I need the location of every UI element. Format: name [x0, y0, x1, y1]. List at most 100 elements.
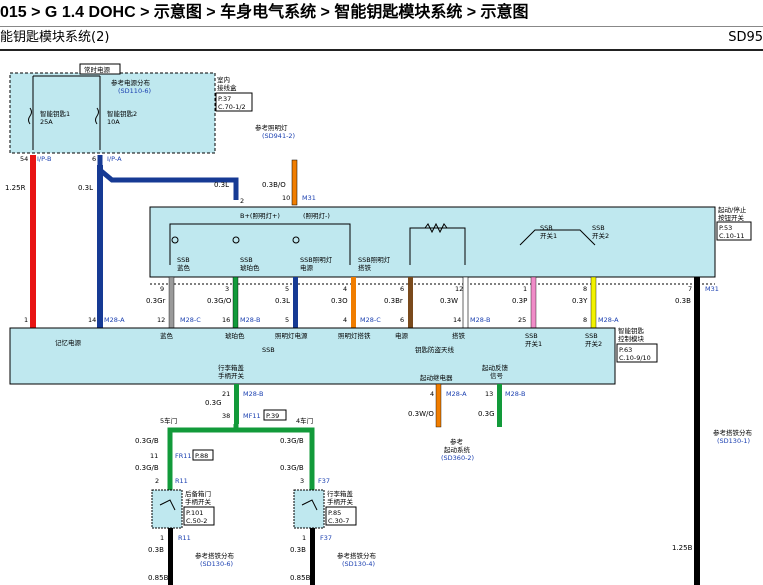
lug-conn: C.30-7	[328, 517, 349, 525]
sw-pin-top: 2	[240, 197, 244, 205]
door5: 5车门	[160, 416, 177, 425]
diagram-subheader: 能钥匙模块系统(2) SD95	[0, 27, 763, 51]
led-amber-icon	[232, 236, 240, 244]
m-p4: 4	[343, 316, 347, 324]
m-gnd: 搭铁	[452, 331, 466, 340]
diagram-title: 能钥匙模块系统(2)	[0, 30, 110, 45]
m-c3: M28-B	[240, 316, 260, 324]
wl-085-1: 0.85B	[148, 574, 169, 582]
m-amber: 琥珀色	[225, 331, 245, 340]
wl-g2: 0.3G	[478, 410, 495, 418]
fuse2-rating: 10A	[107, 118, 120, 126]
fuse2-icon	[95, 107, 99, 125]
m-c2: M28-C	[180, 316, 201, 324]
m-ilp: 照明灯电源	[275, 331, 308, 340]
wl-b: 0.3B	[675, 297, 691, 305]
sw1a: SSB	[540, 224, 553, 232]
m-ilg: 照明灯搭铁	[338, 331, 371, 340]
sw-p1: 1	[523, 285, 527, 293]
door4: 4车门	[296, 416, 313, 425]
gref3: 参考搭铁分布	[713, 428, 753, 437]
m-blue: 蓝色	[160, 331, 174, 340]
jb-conn2: I/P-A	[107, 155, 122, 163]
fuse2-name: 智能钥匙2	[107, 109, 137, 118]
illum-pin: 10	[282, 194, 290, 202]
b-fr11: FR11	[175, 452, 192, 460]
b-p3b: 3	[300, 477, 304, 485]
wl-gr: 0.3Gr	[146, 297, 166, 305]
b-p38: 38	[222, 412, 230, 420]
wl-085-2: 0.85B	[290, 574, 311, 582]
wl-lug: 0.3G	[205, 399, 222, 407]
sw2b: 开关2	[592, 231, 609, 240]
start-code: (SD360-2)	[441, 454, 474, 462]
m-c6: M28-A	[598, 316, 619, 324]
illum-conn: M31	[302, 194, 316, 202]
b-p2a: 2	[155, 477, 159, 485]
wl-br: 0.3Br	[384, 297, 403, 305]
m-name2: 控制模块	[618, 334, 645, 343]
power-ref-code: (SD110-6)	[118, 87, 151, 95]
wl-wo: 0.3W/O	[408, 410, 434, 418]
wire-label-3: 0.3L	[214, 181, 229, 189]
m-ssb: SSB	[262, 346, 275, 354]
fuse1-rating: 25A	[40, 118, 53, 126]
resistor-icon	[424, 222, 448, 234]
sw2a: SSB	[592, 224, 605, 232]
m-sw1: SSB	[525, 332, 538, 340]
jb-name1: 室内	[217, 75, 230, 84]
illum-code: (SD941-2)	[262, 132, 295, 140]
sw-name2: 按钮开关	[718, 213, 745, 222]
sw-p5: 5	[285, 285, 289, 293]
gcode3: (SD130-1)	[717, 437, 750, 445]
m-page: P.63	[619, 346, 632, 354]
led3b: 电源	[300, 263, 314, 272]
m-fb1: 起动反馈	[482, 363, 509, 372]
m-lug2: 手柄开关	[218, 371, 245, 380]
tail-page: P.101	[186, 509, 203, 517]
wl-p: 0.3P	[512, 297, 527, 305]
m-sw2: SSB	[585, 332, 598, 340]
jb-pin6: 6	[92, 155, 96, 163]
ground-splice	[694, 434, 700, 440]
wire-blue	[97, 165, 103, 330]
tail1: 后备箱门	[185, 489, 211, 498]
m-p21: 21	[222, 390, 230, 398]
b-p11: 11	[150, 452, 158, 460]
sw1b: 开关1	[540, 231, 557, 240]
m-p12: 12	[157, 316, 165, 324]
start-ref2: 起动系统	[444, 445, 471, 454]
sw-minus: (照明灯-)	[303, 211, 330, 220]
wl-o: 0.3O	[331, 297, 348, 305]
jb-name2: 接线盒	[217, 83, 237, 92]
m-sw2b: 开关2	[585, 339, 602, 348]
b-r11b: R11	[178, 534, 191, 542]
led4b: 搭铁	[358, 263, 372, 272]
b-r11: R11	[175, 477, 188, 485]
wl-gb1: 0.3G/B	[135, 437, 159, 445]
junction-box	[9, 72, 216, 154]
led1b: 蓝色	[177, 263, 191, 272]
m-p25: 25	[518, 316, 526, 324]
sw-conn: C.10-11	[719, 232, 745, 240]
wl-gb4: 0.3G/B	[280, 464, 304, 472]
wire-label-2: 0.3L	[78, 184, 93, 192]
m-p8: 8	[583, 316, 587, 324]
b-p1a: 1	[160, 534, 164, 542]
sw-page: P.53	[719, 224, 732, 232]
switch-contact-icon	[519, 229, 596, 246]
fuse1-name: 智能钥匙1	[40, 109, 70, 118]
sw-p9: 9	[160, 285, 164, 293]
lug2: 手柄开关	[327, 497, 354, 506]
m-c1: M28-A	[104, 316, 125, 324]
jb-pin54: 54	[20, 155, 28, 163]
m-p1: 1	[24, 316, 28, 324]
m-p6: 6	[400, 316, 404, 324]
wl-b2: 0.3B	[290, 546, 306, 554]
gref2: 参考搭铁分布	[337, 551, 377, 560]
m-p16: 16	[222, 316, 230, 324]
m-c9: M28-B	[505, 390, 525, 398]
wl-gb2: 0.3G/B	[135, 464, 159, 472]
m-ant: 钥匙防盗天线	[415, 345, 455, 354]
wl-125b: 1.25B	[672, 544, 693, 552]
